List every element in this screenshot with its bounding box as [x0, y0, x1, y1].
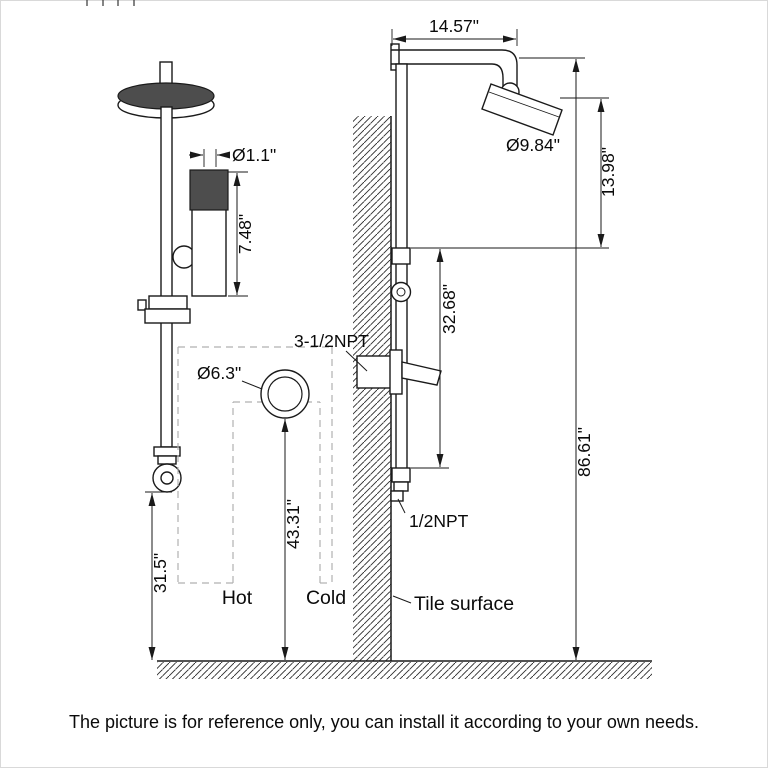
rain-head-top-front [117, 82, 215, 110]
outlet-height-label: 31.5" [150, 553, 170, 593]
slider-block-upper [148, 295, 188, 310]
floor-hatch [157, 662, 652, 679]
front-view: Ø6.3" Ø1.1" 7.48" 43.31" 31.5" H [117, 61, 346, 660]
head-diameter-label: Ø9.84" [506, 135, 560, 155]
hand-shower-diameter-label: Ø1.1" [232, 145, 276, 165]
hand-shower-head [189, 169, 229, 211]
rain-head-detail-line [488, 91, 560, 118]
dim-supply-height: 43.31" [281, 419, 303, 660]
top-thread-label: 3-1/2NPT [294, 331, 369, 351]
tile-surface-callout: Tile surface [392, 593, 514, 615]
side-view: 14.57" Ø9.84" 13.98" 32.68" 86.61" 3-1/2… [157, 16, 652, 679]
dim-hand-shower-diameter: Ø1.1" [189, 145, 276, 167]
dim-bar-span: 32.68" [411, 249, 459, 469]
dim-total-height: 86.61" [519, 57, 594, 660]
total-height-label: 86.61" [574, 427, 594, 477]
rough-in-diameter-label: Ø6.3" [197, 363, 241, 383]
reference-caption: The picture is for reference only, you c… [69, 712, 699, 732]
arm-reach-label: 14.57" [429, 16, 479, 36]
slide-bar-lower-bracket [391, 467, 411, 483]
dim-outlet-height: 31.5" [145, 491, 172, 660]
crop-edge-ticks [86, 0, 135, 6]
dim-rough-in-diameter: Ø6.3" [197, 363, 263, 390]
tile-surface-label: Tile surface [414, 593, 514, 615]
cold-label: Cold [306, 587, 346, 609]
wall-flange-top [390, 43, 400, 71]
top-thread-callout: 3-1/2NPT [294, 331, 369, 372]
bottom-elbow-nut [393, 481, 409, 492]
head-drop-label: 13.98" [598, 147, 618, 197]
bottom-thread-callout: 1/2NPT [397, 498, 469, 531]
slider-block-lower [144, 308, 191, 324]
valve-rough-in-circle-inner [267, 376, 303, 412]
hot-label: Hot [222, 587, 253, 609]
bottom-flange-inner [160, 471, 174, 485]
shower-arm-outer [391, 49, 518, 86]
hand-shower-length-label: 7.48" [235, 214, 255, 254]
holder-pivot-side [390, 281, 412, 303]
supply-height-label: 43.31" [283, 499, 303, 549]
bar-span-label: 32.68" [439, 284, 459, 334]
holder-pivot-inner [396, 287, 406, 297]
bottom-fitting-collar [157, 455, 177, 465]
shower-arm-inner [391, 63, 504, 86]
riser-pipe-front [160, 106, 173, 448]
dim-hand-shower-length: 7.48" [228, 171, 255, 297]
bottom-fitting-nut [153, 446, 181, 457]
rough-in-leader-line [241, 380, 263, 390]
bottom-thread-label: 1/2NPT [409, 511, 469, 531]
slider-knob [137, 299, 147, 311]
bottom-elbow-wall [390, 490, 404, 502]
valve-escutcheon [389, 349, 403, 395]
valve-body-in-wall [356, 355, 393, 389]
in-wall-channel-outline [177, 346, 333, 584]
slide-bar-side [395, 63, 408, 481]
dim-arm-reach: 14.57" [391, 16, 518, 46]
slide-bar-upper-bracket [391, 247, 411, 265]
